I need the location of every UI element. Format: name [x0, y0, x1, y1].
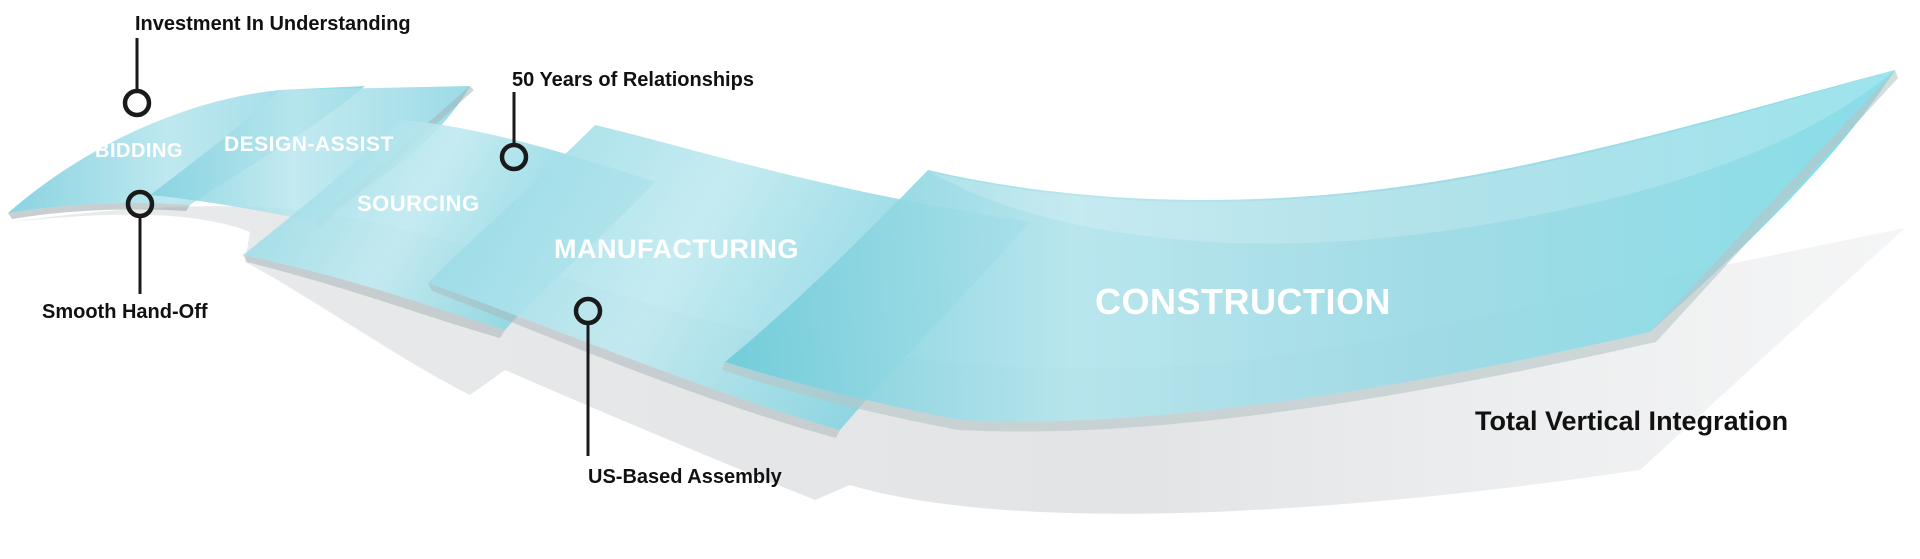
- callout-label-vertical-integration: Total Vertical Integration: [1475, 406, 1788, 436]
- phase-label-design-assist: DESIGN-ASSIST: [224, 133, 394, 156]
- pin-marker: [499, 142, 529, 172]
- callout-investment: Investment In Understanding: [122, 13, 411, 118]
- callout-us-assembly: US-Based Assembly: [573, 296, 783, 488]
- callout-relationships: 50 Years of Relationships: [499, 69, 754, 172]
- callout-label-us-assembly: US-Based Assembly: [588, 466, 783, 488]
- phase-label-sourcing: SOURCING: [357, 191, 480, 216]
- pin-marker: [122, 88, 152, 118]
- callout-label-smooth-handoff: Smooth Hand-Off: [42, 301, 208, 323]
- phase-label-construction: CONSTRUCTION: [1095, 281, 1391, 322]
- callout-label-relationships: 50 Years of Relationships: [512, 69, 754, 91]
- panel-construction: [722, 70, 1898, 432]
- phase-label-manufacturing: MANUFACTURING: [554, 234, 799, 264]
- callout-label-investment: Investment In Understanding: [135, 13, 411, 35]
- phase-label-bidding: BIDDING: [95, 140, 183, 162]
- callout-smooth-handoff: Smooth Hand-Off: [42, 189, 208, 323]
